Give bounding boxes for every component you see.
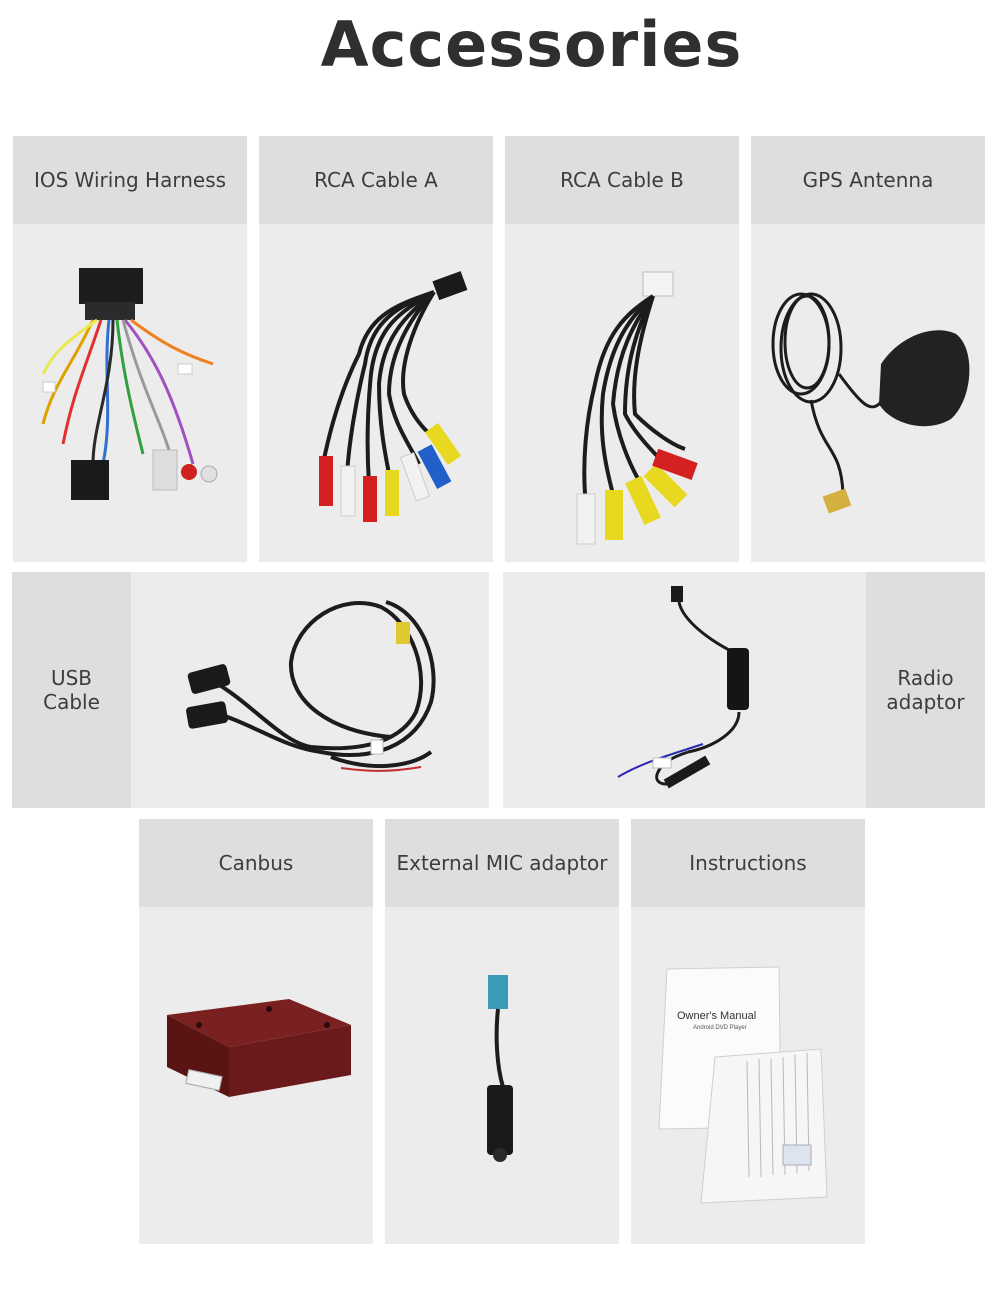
rca-cable-a-image [319, 271, 468, 522]
caption-canbus: Canbus [139, 819, 373, 907]
caption-external-mic-adaptor: External MIC adaptor [385, 819, 619, 907]
card-external-mic-adaptor: External MIC adaptor [385, 819, 619, 1244]
usb-cable-image [186, 600, 436, 772]
card-radio-adaptor: Radio adaptor [503, 572, 985, 808]
caption-usb-cable: USB Cable [12, 572, 131, 808]
card-gps-antenna: GPS Antenna [751, 136, 985, 562]
caption-instructions: Instructions [631, 819, 865, 907]
canbus-image [167, 999, 351, 1097]
caption-usb-line1: USB [50, 666, 93, 690]
caption-gps-antenna: GPS Antenna [751, 136, 985, 224]
caption-rca-cable-a: RCA Cable A [259, 136, 493, 224]
caption-radio-adaptor: Radio adaptor [866, 572, 985, 808]
manual-title: Owner's Manual [677, 1010, 756, 1022]
gps-antenna-image [771, 292, 970, 514]
card-rca-cable-b: RCA Cable B [505, 136, 739, 562]
caption-rca-cable-b: RCA Cable B [505, 136, 739, 224]
card-instructions: Instructions Owner's Manual Android DVD … [631, 819, 865, 1244]
mic-adaptor-image [487, 975, 513, 1162]
card-canbus: Canbus [139, 819, 373, 1244]
caption-radio-line2: adaptor [886, 690, 965, 714]
wiring-harness-image [41, 268, 218, 500]
card-usb-cable: USB Cable [12, 572, 489, 808]
rca-cable-b-image [576, 271, 698, 545]
caption-radio-line1: Radio [897, 666, 954, 690]
page-title: Accessories [320, 8, 743, 81]
manual-subtitle: Android DVD Player [693, 1025, 747, 1031]
card-ios-wiring-harness: IOS Wiring Harness [13, 136, 247, 562]
instructions-image: Owner's Manual Android DVD Player [658, 966, 828, 1204]
radio-adaptor-image [617, 586, 749, 789]
card-rca-cable-a: RCA Cable A [259, 136, 493, 562]
caption-ios-wiring-harness: IOS Wiring Harness [13, 136, 247, 224]
caption-usb-line2: Cable [43, 690, 100, 714]
